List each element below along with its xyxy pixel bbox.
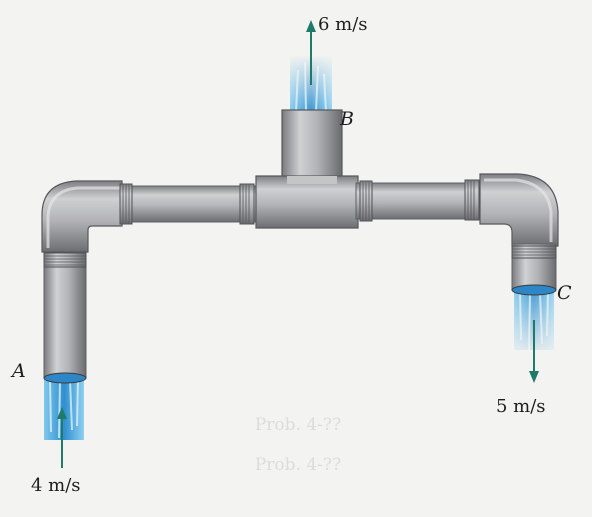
pipe-horizontal-left (119, 183, 259, 225)
faint-caption-2: Prob. 4-?? (255, 455, 341, 475)
arrow-a-up (57, 407, 67, 468)
point-label-b: B (340, 108, 354, 130)
point-label-c: C (557, 282, 572, 304)
elbow-left (41, 180, 123, 253)
pipe-vertical-c (511, 243, 557, 296)
arrow-c-down (529, 320, 539, 383)
elbow-right (479, 173, 559, 247)
point-label-a: A (12, 360, 26, 382)
pipe-horizontal-right (355, 179, 485, 222)
faint-caption-1: Prob. 4-?? (255, 415, 341, 435)
velocity-label-b: 6 m/s (318, 14, 368, 35)
tee-fitting-b (255, 109, 359, 229)
velocity-label-c: 5 m/s (496, 396, 546, 417)
velocity-label-a: 4 m/s (31, 475, 81, 496)
pipe-vertical-a (43, 249, 87, 384)
arrow-b-up (306, 20, 316, 85)
water-jet-a (44, 378, 84, 440)
